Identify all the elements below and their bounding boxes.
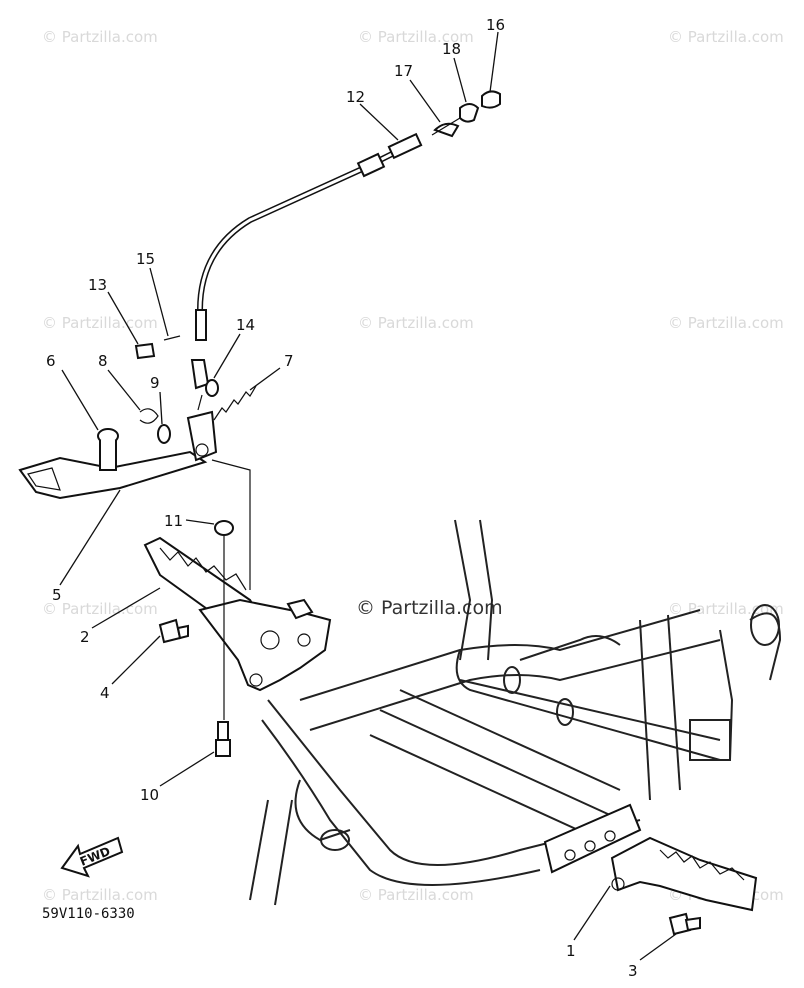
watermark: © Partzilla.com xyxy=(668,314,784,332)
watermark: © Partzilla.com xyxy=(358,28,474,46)
callout-2: 2 xyxy=(80,628,90,646)
watermark: © Partzilla.com xyxy=(42,886,158,904)
callout-13: 13 xyxy=(88,276,107,294)
frame xyxy=(249,519,782,906)
callout-12: 12 xyxy=(346,88,365,106)
callout-14: 14 xyxy=(236,316,255,334)
callout-17: 17 xyxy=(394,62,413,80)
watermark: © Partzilla.com xyxy=(668,28,784,46)
brake-cable xyxy=(190,132,423,390)
callout-11: 11 xyxy=(164,512,183,530)
callout-5: 5 xyxy=(52,586,62,604)
callout-8: 8 xyxy=(98,352,108,370)
forward-arrow: FWD xyxy=(60,836,124,878)
callouts: 1 2 3 4 5 6 7 8 9 10 11 12 13 14 15 16 1… xyxy=(46,16,638,980)
callout-7: 7 xyxy=(284,352,294,370)
callout-4: 4 xyxy=(100,684,110,702)
callout-15: 15 xyxy=(136,250,155,268)
callout-3: 3 xyxy=(628,962,638,980)
right-footrest xyxy=(610,836,758,936)
callout-18: 18 xyxy=(442,40,461,58)
callout-6: 6 xyxy=(46,352,56,370)
watermark: © Partzilla.com xyxy=(42,314,158,332)
watermark: © Partzilla.com xyxy=(358,314,474,332)
callout-16: 16 xyxy=(486,16,505,34)
cable-end-parts xyxy=(431,90,501,138)
watermark: © Partzilla.com xyxy=(358,886,474,904)
fasteners xyxy=(158,520,234,757)
watermark: © Partzilla.com xyxy=(42,600,158,618)
callout-1: 1 xyxy=(566,942,576,960)
brake-pedal-assembly xyxy=(18,335,257,590)
watermark: © Partzilla.com xyxy=(668,600,784,618)
callout-9: 9 xyxy=(150,374,160,392)
left-footrest xyxy=(143,536,332,692)
leader-lines xyxy=(59,31,677,961)
diagram-code: 59V110-6330 xyxy=(42,906,135,922)
watermark-main: © Partzilla.com xyxy=(356,597,503,619)
watermark: © Partzilla.com xyxy=(42,28,158,46)
callout-10: 10 xyxy=(140,786,159,804)
